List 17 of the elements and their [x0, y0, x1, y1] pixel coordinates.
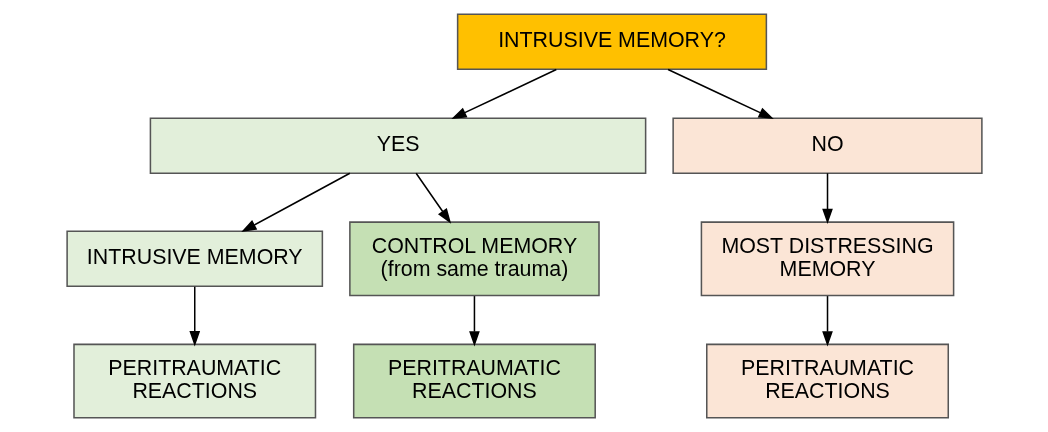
arrow: [666, 68, 774, 120]
node-box: MOST DISTRESSING MEMORY: [700, 221, 954, 297]
node-box: PERITRAUMATIC REACTIONS: [352, 343, 596, 419]
arrow: [821, 295, 833, 347]
node-box: CONTROL MEMORY (from same trauma): [348, 221, 600, 297]
arrow: [468, 295, 480, 347]
node-box: PERITRAUMATIC REACTIONS: [705, 343, 949, 419]
arrow: [414, 172, 451, 224]
arrow: [450, 68, 557, 120]
node-box: PERITRAUMATIC REACTIONS: [72, 343, 316, 419]
arrow: [821, 172, 833, 225]
node-box: YES: [149, 117, 646, 174]
node-box: NO: [671, 117, 983, 174]
node-box: INTRUSIVE MEMORY: [65, 230, 323, 288]
arrow: [240, 172, 351, 233]
node-box: INTRUSIVE MEMORY?: [456, 13, 767, 71]
arrow: [188, 286, 200, 347]
